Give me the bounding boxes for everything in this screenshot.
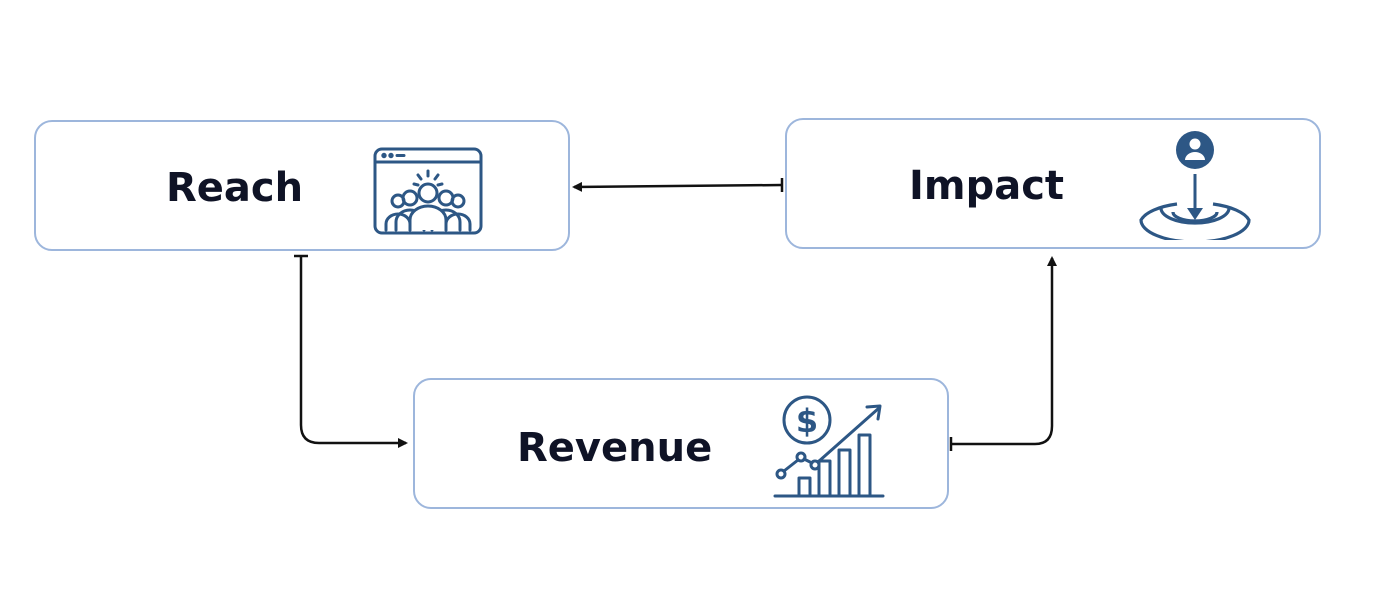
revenue-node: Revenue $ <box>413 378 949 509</box>
revenue-label: Revenue <box>517 425 713 471</box>
audience-screen-icon <box>373 147 483 235</box>
impact-label: Impact <box>909 163 1065 209</box>
edge-impact-to-reach <box>572 178 784 192</box>
edge-reach-to-revenue <box>294 254 408 448</box>
reach-label: Reach <box>166 165 304 211</box>
person-target-icon <box>1139 131 1251 240</box>
edge-revenue-to-impact <box>949 256 1057 451</box>
dollar-growth-chart-icon: $ <box>773 395 885 498</box>
impact-node: Impact <box>785 118 1321 249</box>
reach-node: Reach <box>34 120 570 251</box>
svg-text:$: $ <box>796 402 818 440</box>
